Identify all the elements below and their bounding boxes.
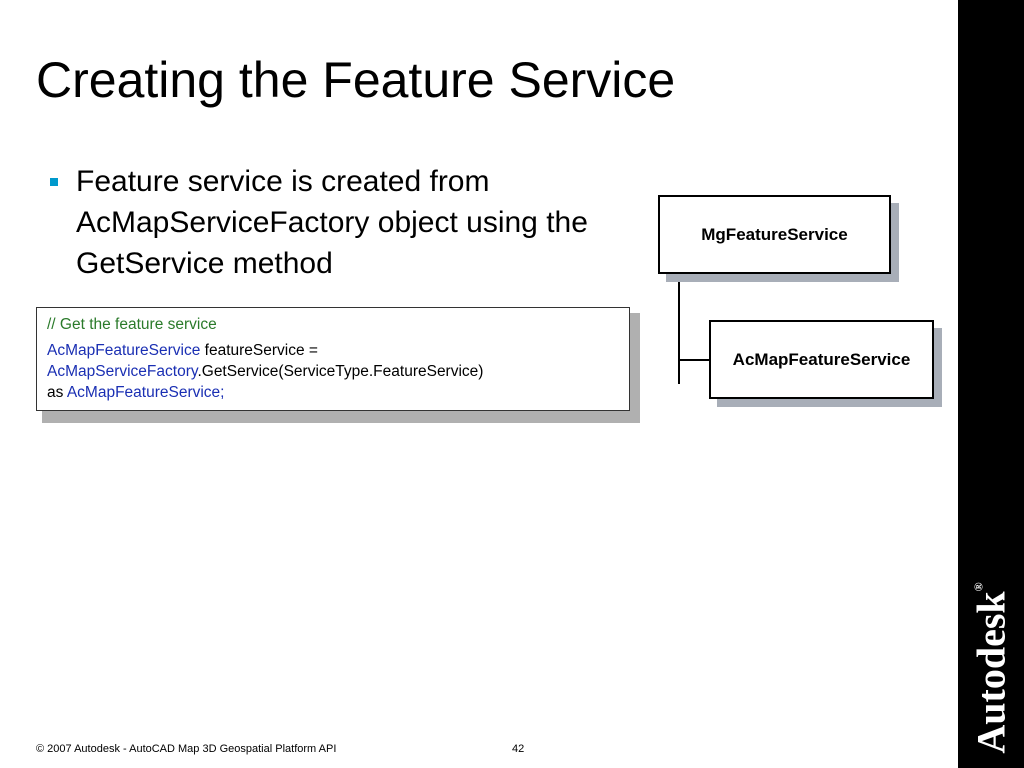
class-box-parent: MgFeatureService (658, 195, 891, 274)
brand-band (958, 0, 1024, 768)
bullet-text: Feature service is created from AcMapSer… (76, 165, 588, 280)
code-line-3: as AcMapFeatureService; (47, 382, 619, 403)
footer-copyright: © 2007 Autodesk - AutoCAD Map 3D Geospat… (36, 743, 337, 755)
code-snippet: // Get the feature service AcMapFeatureS… (36, 307, 630, 411)
code-type-name: AcMapServiceFactory (47, 363, 198, 380)
slide-title: Creating the Feature Service (36, 52, 676, 108)
bullet-square-icon (50, 178, 58, 186)
autodesk-logo: Autodesk® (968, 582, 1014, 754)
code-text: featureService = (200, 342, 318, 359)
code-comment: // Get the feature service (47, 316, 217, 333)
code-text: ; (220, 384, 225, 401)
code-line-1: AcMapFeatureService featureService = (47, 340, 619, 361)
code-text: .GetService(ServiceType.FeatureService) (197, 363, 484, 380)
code-type-name: AcMapFeatureService (66, 384, 221, 401)
code-keyword: as (47, 384, 67, 401)
code-line-2: AcMapServiceFactory.GetService(ServiceTy… (47, 361, 619, 382)
hierarchy-connector-vertical (678, 274, 680, 384)
code-type-name: AcMapFeatureService (47, 342, 201, 359)
page-number: 42 (512, 743, 525, 755)
class-box-child: AcMapFeatureService (709, 320, 934, 399)
hierarchy-connector-horizontal (678, 359, 709, 361)
